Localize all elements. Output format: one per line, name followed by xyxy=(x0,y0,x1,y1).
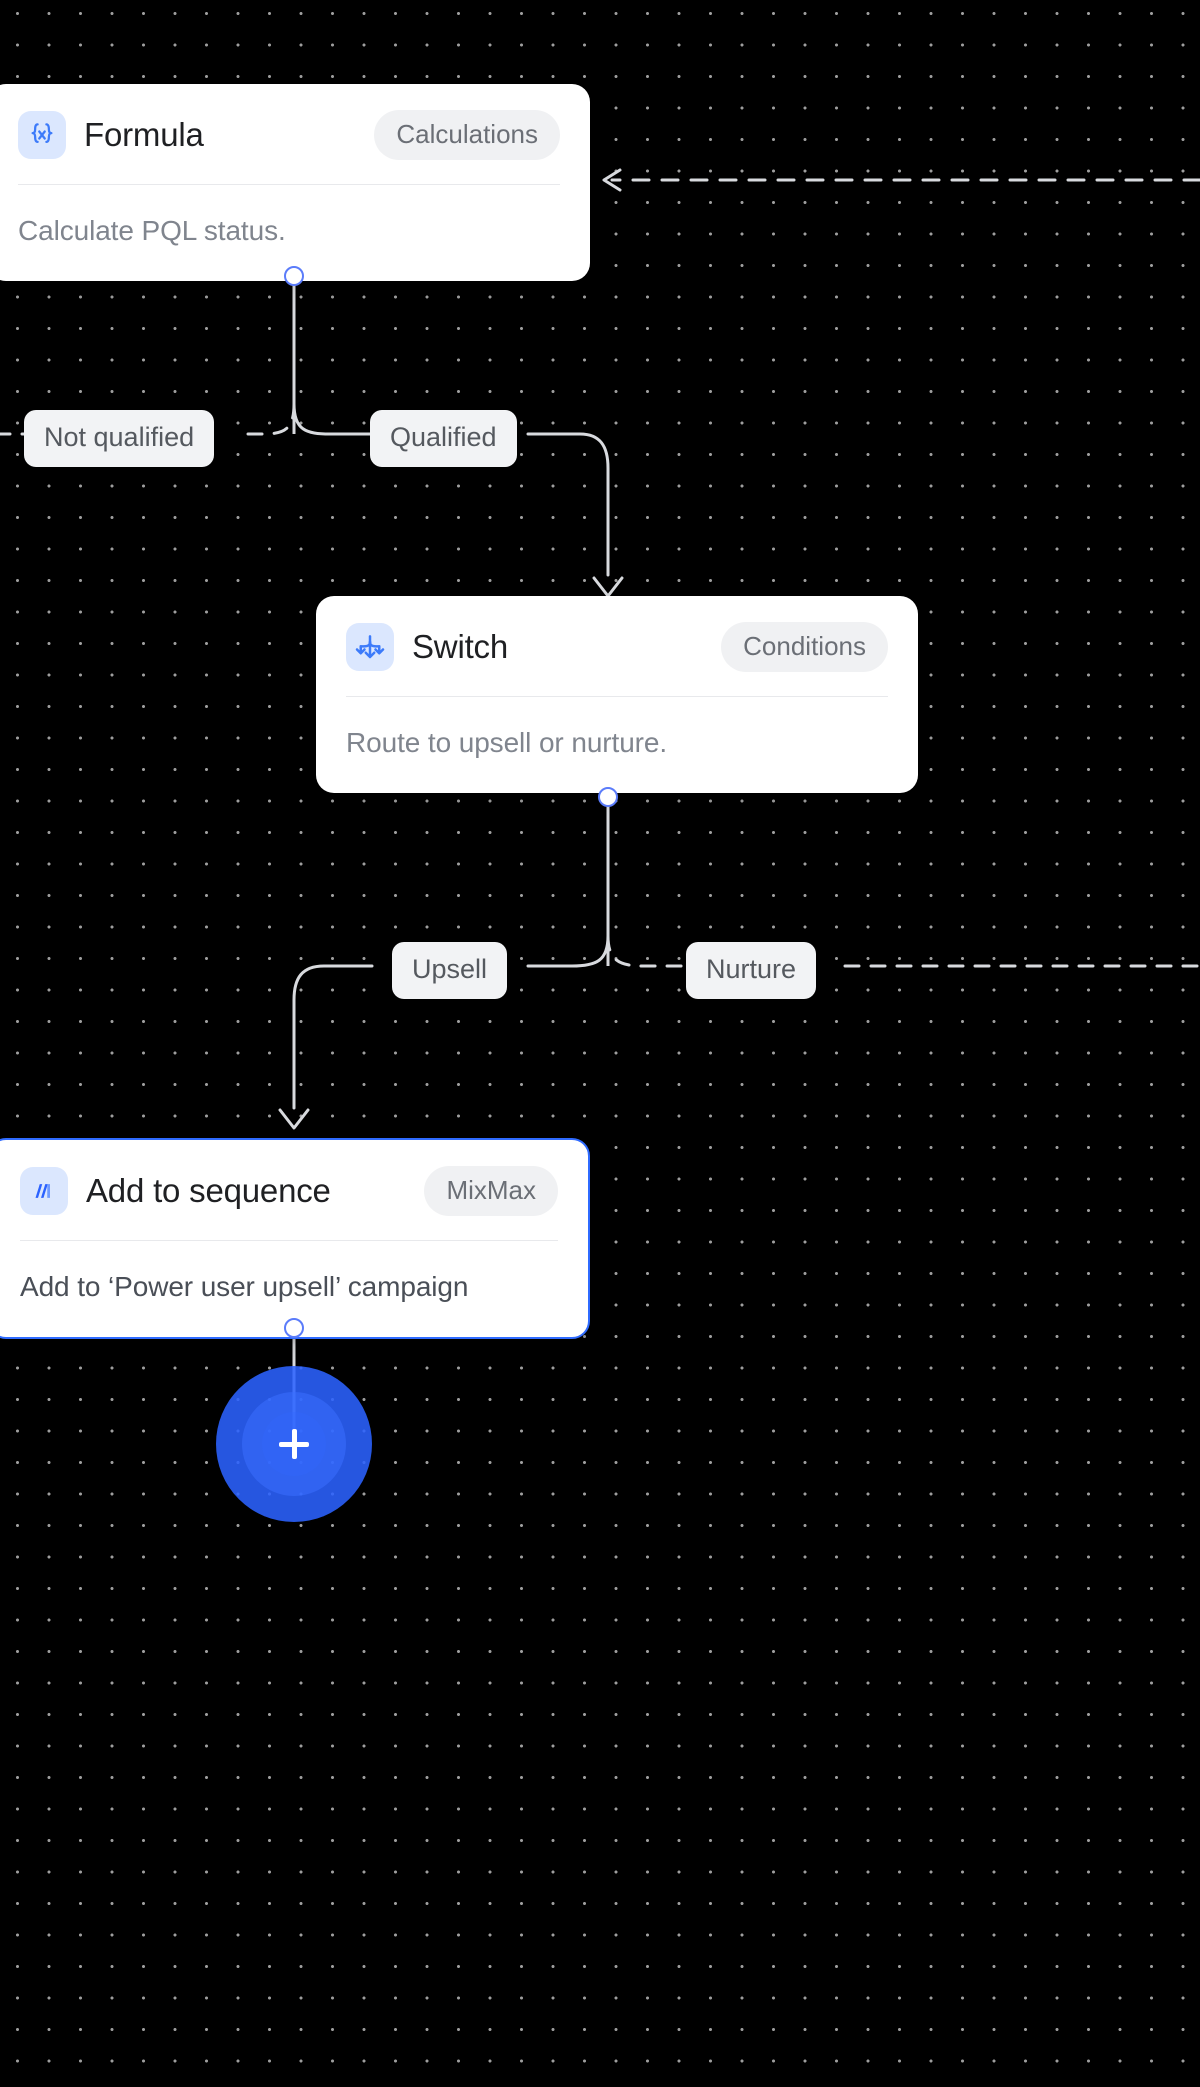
edge-upsell-to-sequence xyxy=(292,964,374,1110)
plus-icon xyxy=(279,1429,309,1459)
edge-label-qualified[interactable]: Qualified xyxy=(370,410,517,467)
node-formula-divider xyxy=(18,184,560,185)
node-formula-description: Calculate PQL status. xyxy=(18,215,286,246)
formula-braces-icon xyxy=(18,111,66,159)
edge-label-not-qualified[interactable]: Not qualified xyxy=(24,410,215,467)
add-node-button[interactable] xyxy=(216,1366,372,1522)
edge-arrowhead-switch xyxy=(592,576,624,598)
node-add-to-sequence[interactable]: Add to sequence MixMax Add to ‘Power use… xyxy=(0,1138,590,1339)
node-switch-title: Switch xyxy=(412,628,508,665)
node-add-to-sequence-header: Add to sequence MixMax xyxy=(0,1140,588,1240)
node-formula-badge: Calculations xyxy=(374,110,560,160)
node-switch-badge: Conditions xyxy=(721,622,888,672)
edge-switch-upsell xyxy=(526,934,610,968)
node-add-to-sequence-output-port[interactable] xyxy=(284,1318,304,1338)
node-add-to-sequence-title: Add to sequence xyxy=(86,1172,331,1209)
node-switch-description: Route to upsell or nurture. xyxy=(346,727,668,758)
node-switch[interactable]: Switch Conditions Route to upsell or nur… xyxy=(316,596,918,793)
edge-label-nurture[interactable]: Nurture xyxy=(686,942,817,999)
node-add-to-sequence-description: Add to ‘Power user upsell’ campaign xyxy=(20,1271,469,1302)
node-formula[interactable]: Formula Calculations Calculate PQL statu… xyxy=(0,84,590,281)
edge-qualified-to-switch xyxy=(526,432,610,577)
edge-incoming-formula xyxy=(602,168,1200,192)
edge-formula-qualified xyxy=(292,402,374,436)
node-formula-title: Formula xyxy=(84,116,204,153)
node-add-to-sequence-badge: MixMax xyxy=(424,1166,558,1216)
node-add-to-sequence-divider xyxy=(20,1240,558,1241)
mixmax-logo-icon xyxy=(20,1167,68,1215)
edge-formula-not-qualified xyxy=(246,402,296,436)
edge-switch-nurture xyxy=(606,934,686,968)
node-formula-header: Formula Calculations xyxy=(0,84,590,184)
switch-branch-icon xyxy=(346,623,394,671)
node-switch-divider xyxy=(346,696,888,697)
edge-label-upsell[interactable]: Upsell xyxy=(392,942,508,999)
node-switch-output-port[interactable] xyxy=(598,787,618,807)
edge-arrowhead-sequence xyxy=(278,1108,310,1130)
node-formula-output-port[interactable] xyxy=(284,266,304,286)
node-switch-header: Switch Conditions xyxy=(316,596,918,696)
